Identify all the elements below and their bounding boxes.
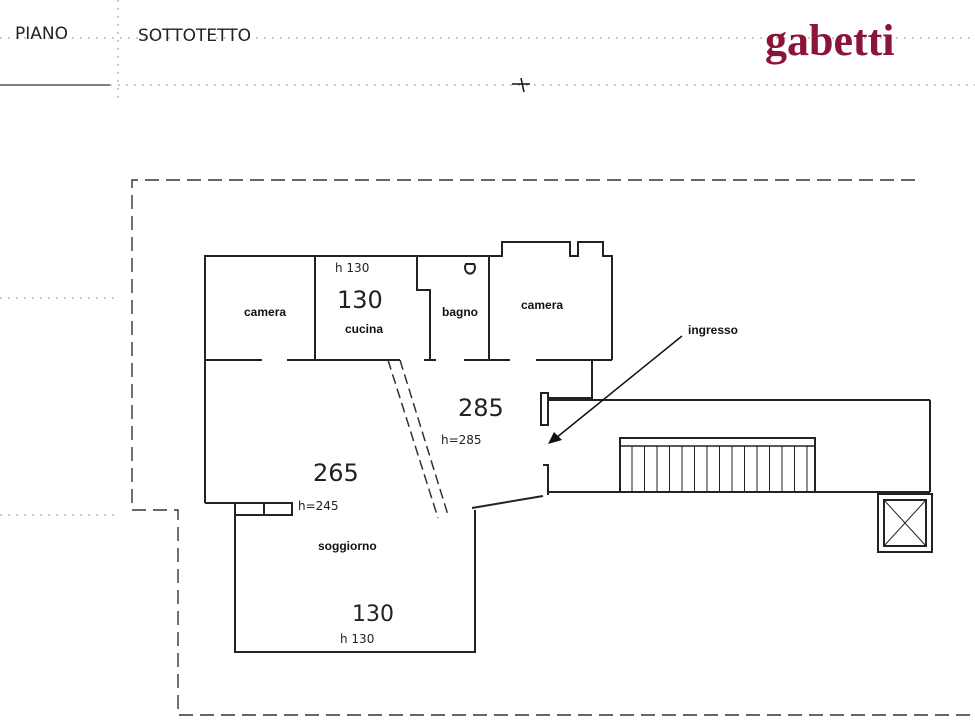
floor-label-2: SOTTOTETTO	[138, 26, 251, 46]
floor-label-1: PIANO	[15, 24, 68, 44]
gabetti-logo: gabetti	[765, 16, 895, 65]
living-low-height-value: 130	[352, 602, 394, 627]
staircase	[619, 437, 816, 493]
room-label-camera-left: camera	[244, 305, 286, 319]
toilet-icon	[464, 263, 476, 275]
room-label-cucina: cucina	[345, 322, 383, 336]
walls	[204, 241, 931, 653]
cucina-height-note: h 130	[335, 261, 369, 275]
living-height-note: h=245	[298, 499, 339, 513]
room-label-soggiorno: soggiorno	[318, 539, 377, 553]
room-label-ingresso: ingresso	[688, 323, 738, 337]
header-guides	[0, 0, 975, 100]
shaft-box	[877, 493, 933, 553]
living-low-height-note: h 130	[340, 632, 374, 646]
corridor-height-note: h=285	[441, 433, 482, 447]
room-label-camera-right: camera	[521, 298, 563, 312]
entrance-arrow-icon	[548, 335, 683, 444]
cucina-height-value: 130	[337, 286, 383, 314]
living-height-value: 265	[313, 459, 359, 487]
property-boundary	[0, 179, 975, 716]
room-label-bagno: bagno	[442, 305, 478, 319]
corridor-height-value: 285	[458, 394, 504, 422]
